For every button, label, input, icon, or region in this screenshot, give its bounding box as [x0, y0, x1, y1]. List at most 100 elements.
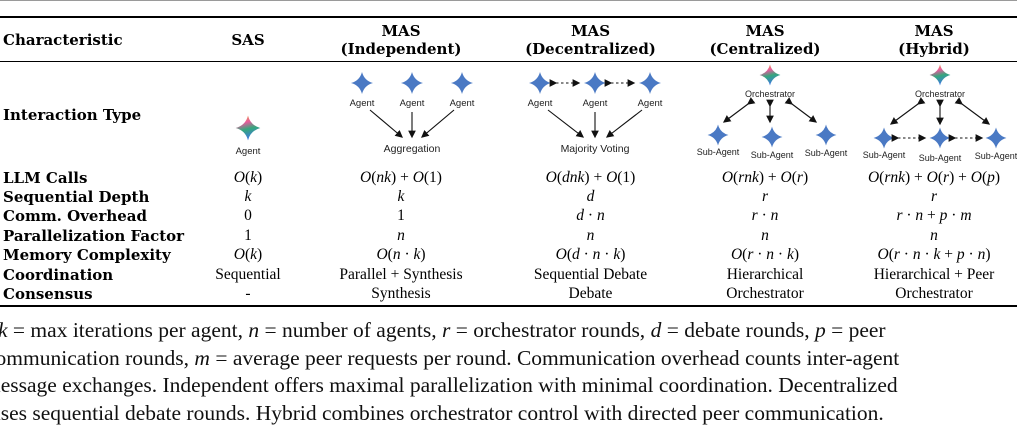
- caption-text: message exchanges. Independent offers ma…: [0, 373, 898, 397]
- row-label: Memory Complexity: [3, 246, 171, 265]
- header-mas-centralized: MAS (Centralized): [679, 22, 851, 58]
- row-label: Sequential Depth: [3, 188, 150, 207]
- sub-agent-label: Sub-Agent: [975, 151, 1017, 161]
- table-cell: d: [586, 188, 595, 206]
- caption-line: k = max iterations per agent, n = number…: [0, 317, 1017, 345]
- agent-label: Agent: [583, 98, 608, 109]
- row-label: LLM Calls: [3, 168, 88, 187]
- agent-label: Agent: [350, 98, 375, 109]
- caption-text: uses sequential debate rounds. Hybrid co…: [0, 400, 884, 425]
- sas-diagram: Agent: [235, 115, 261, 157]
- header-line1: MAS: [914, 22, 954, 40]
- agent-label: Agent: [400, 98, 425, 109]
- bidir-arrow: [722, 97, 756, 123]
- table-cell: 0: [244, 207, 252, 225]
- table-cell: r · n: [751, 207, 779, 225]
- agent-label: Agent: [236, 146, 261, 157]
- table-cell: r · n + p · m: [896, 207, 972, 225]
- sub-agent-label: Sub-Agent: [863, 150, 906, 160]
- table-cell: O(r · n · k + p · n): [877, 246, 991, 264]
- aggregation-arrows: [369, 109, 455, 139]
- header-bottom-rule: [0, 61, 1017, 62]
- sas-diagram-cell: Agent: [196, 62, 300, 168]
- agent-label: Agent: [528, 98, 553, 109]
- table-cell: n: [930, 226, 938, 244]
- table-cell: O(n · k): [376, 246, 426, 264]
- orchestrator-arrows: [722, 97, 818, 124]
- page-top-divider: [0, 0, 1017, 1]
- sub-agent-star-icon: [873, 127, 895, 149]
- table-cell: Orchestrator: [895, 285, 973, 303]
- row-label-interaction-type: Interaction Type: [3, 106, 142, 124]
- agent-label: Agent: [638, 98, 663, 109]
- caption-text: = number of agents,: [259, 318, 442, 342]
- sub-agent-star-icon: [929, 127, 951, 149]
- agent-stars: [529, 72, 661, 94]
- table-cell: r: [930, 188, 938, 206]
- header-line1: MAS: [381, 22, 421, 40]
- table-cell: 1: [244, 226, 252, 244]
- header-line2: (Decentralized): [525, 40, 656, 58]
- table-cell: d · n: [576, 207, 605, 225]
- orchestrator-label: Orchestrator: [745, 89, 795, 99]
- sub-agent-label: Sub-Agent: [751, 150, 794, 160]
- caption-text: = average peer requests per round. Commu…: [209, 345, 900, 370]
- table-cell: O(nk) + O(1): [360, 168, 442, 186]
- agent-star-icon: [235, 115, 261, 141]
- table-cell: Hierarchical: [726, 265, 804, 283]
- table-cell: O(rnk) + O(r): [721, 168, 809, 186]
- independent-diagram-cell: Agent Agent Agent Aggregation: [300, 62, 502, 168]
- caption-line: message exchanges. Independent offers ma…: [0, 372, 1017, 400]
- header-line1: MAS: [570, 22, 611, 40]
- orchestrator-label: Orchestrator: [915, 89, 965, 99]
- caption-line: uses sequential debate rounds. Hybrid co…: [0, 400, 1017, 428]
- agent-star-icon: [584, 72, 606, 94]
- majority-voting-label: Majority Voting: [561, 143, 630, 155]
- header-mas-independent: MAS (Independent): [300, 22, 502, 58]
- sub-agent-label: Sub-Agent: [805, 148, 848, 158]
- agent-star-icon: [639, 72, 661, 94]
- agent-star-icon: [451, 72, 473, 94]
- header-line1: Characteristic: [3, 31, 123, 49]
- orchestrator-star-icon: [929, 64, 951, 86]
- bidir-arrow: [954, 97, 991, 125]
- table-cell: Debate: [568, 285, 613, 303]
- table-cell: r: [761, 188, 769, 206]
- voting-arrows: [547, 109, 643, 139]
- table-cell: n: [397, 226, 405, 244]
- arrow: [369, 109, 403, 138]
- decentralized-diagram-cell: Agent Agent Agent Majority Voting: [502, 62, 679, 168]
- sub-agent-star-icon: [815, 124, 837, 146]
- sub-agent-star-icon: [985, 127, 1007, 149]
- caption-variable: n: [248, 318, 260, 342]
- table-cell: O(rnk) + O(r) + O(p): [867, 168, 1001, 186]
- orchestrator-arrows: [889, 97, 991, 126]
- row-label: Comm. Overhead: [3, 207, 148, 226]
- table-top-rule: [0, 16, 1017, 18]
- table-cell: n: [761, 226, 769, 244]
- table-cell: -: [245, 285, 251, 303]
- caption-variable: k: [0, 318, 8, 342]
- header-mas-decentralized: MAS (Decentralized): [502, 22, 679, 58]
- arrow: [547, 109, 585, 138]
- caption-variable: p: [814, 318, 826, 342]
- header-line1: SAS: [231, 31, 265, 49]
- table-cell: k: [397, 188, 405, 206]
- sub-agent-label: Sub-Agent: [919, 153, 962, 163]
- caption-variable: r: [441, 318, 451, 342]
- arrow: [605, 109, 643, 138]
- header-line2: (Hybrid): [898, 40, 970, 58]
- row-label: Consensus: [3, 285, 93, 304]
- table-cell: Hierarchical + Peer: [873, 265, 995, 283]
- caption-text: = orchestrator rounds,: [450, 318, 651, 342]
- header-characteristic: Characteristic: [0, 31, 196, 49]
- sub-agent-stars: [873, 127, 1007, 149]
- header-sas: SAS: [196, 31, 300, 49]
- caption-line: communication rounds, m = average peer r…: [0, 345, 1017, 373]
